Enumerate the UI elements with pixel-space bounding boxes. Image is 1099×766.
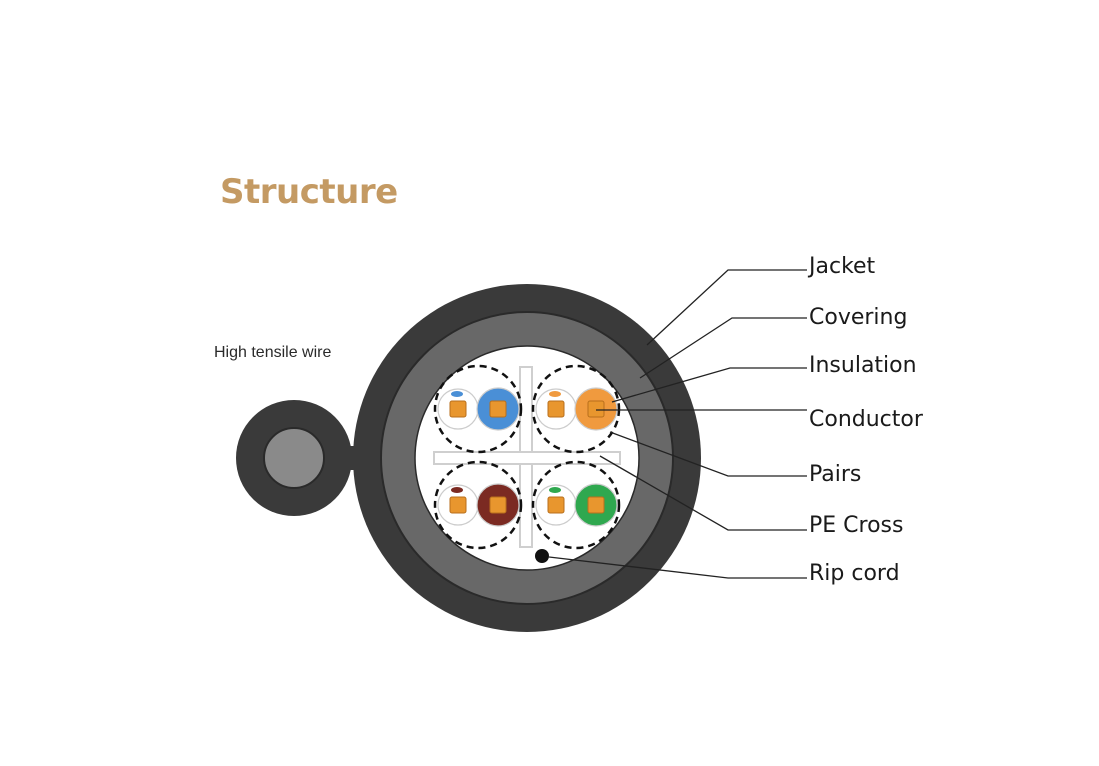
conductor-core <box>587 496 605 514</box>
callout-rip-cord: Rip cord <box>809 561 900 586</box>
leader-pairs <box>609 431 807 477</box>
pairs-group <box>433 364 621 550</box>
leader-lines <box>548 269 807 579</box>
high-tensile-wire-label: High tensile wire <box>214 344 332 361</box>
main-cable <box>353 284 701 632</box>
messenger-wire <box>263 427 325 489</box>
stripe-mark <box>549 487 561 493</box>
pair-blue <box>433 364 523 454</box>
callout-pairs: Pairs <box>809 462 862 487</box>
leader-pe-cross <box>599 455 807 531</box>
pair-boundary <box>531 460 621 550</box>
conductor-core <box>449 400 467 418</box>
callout-conductor: Conductor <box>809 407 923 432</box>
stripe-mark <box>451 487 463 493</box>
pair-orange <box>531 364 621 454</box>
pe-cross-horizontal <box>433 451 621 465</box>
pair-green <box>531 460 621 550</box>
leader-covering <box>639 317 807 379</box>
conductor-core <box>547 496 565 514</box>
pair-brown <box>433 460 523 550</box>
callout-jacket: Jacket <box>809 254 876 279</box>
conductor-core <box>587 400 605 418</box>
pair-boundary <box>531 364 621 454</box>
diagram-title: Structure <box>220 172 398 212</box>
stripe-mark <box>451 391 463 397</box>
callout-pe-cross: PE Cross <box>809 513 904 538</box>
conductor-core <box>489 496 507 514</box>
stripe-mark <box>549 391 561 397</box>
leader-insulation <box>611 367 807 403</box>
conductor-core <box>489 400 507 418</box>
high-tensile-wire <box>236 400 352 516</box>
pair-boundary <box>433 364 523 454</box>
callout-insulation: Insulation <box>809 353 917 378</box>
leader-jacket <box>646 269 807 346</box>
leader-rip-cord <box>548 556 807 579</box>
conductor-core <box>547 400 565 418</box>
rip-cord <box>535 549 549 563</box>
callout-covering: Covering <box>809 305 908 330</box>
pair-boundary <box>433 460 523 550</box>
conductor-core <box>449 496 467 514</box>
